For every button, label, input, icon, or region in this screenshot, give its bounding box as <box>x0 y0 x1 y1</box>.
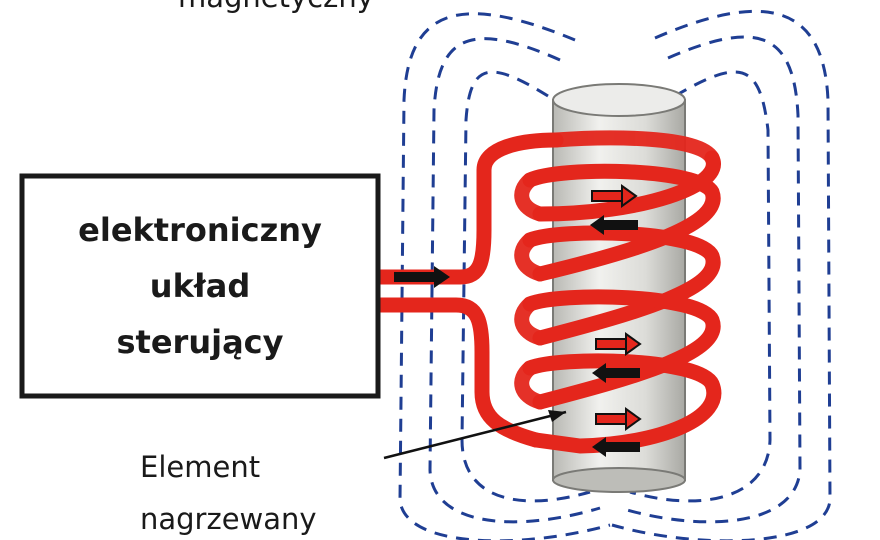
field-line-right-mid <box>619 35 802 524</box>
field-line-left-outer <box>398 12 611 540</box>
current-arrows <box>394 184 642 457</box>
magnetic-field-lines <box>398 9 832 540</box>
coil-arrow-red-3 <box>595 407 642 431</box>
coil-arrow-red-1 <box>591 184 638 208</box>
coil-lead-bottom <box>372 297 544 448</box>
controller-label-line3: sterujący <box>116 323 284 361</box>
coil-arrow-dark-1 <box>590 215 638 235</box>
controller-box <box>19 173 381 399</box>
controller-label-line2: układ <box>149 267 251 305</box>
coil-arrow-red-2 <box>595 332 642 356</box>
field-label-top: magnetyczny <box>178 0 374 14</box>
field-line-left-mid <box>428 37 601 524</box>
coil-arrow-dark-2 <box>592 363 640 383</box>
workpiece-label-line2: nagrzewany <box>140 502 317 536</box>
workpiece-label-line1: Element <box>140 450 261 484</box>
field-line-right-inner <box>629 70 772 503</box>
coil-lead-top <box>372 132 564 285</box>
coil-arrow-dark-3 <box>592 437 640 457</box>
field-line-left-inner <box>460 70 591 503</box>
field-line-right-outer <box>611 9 832 540</box>
controller-label-line1: elektroniczny <box>78 211 322 249</box>
induction-coil <box>372 130 722 454</box>
cylinder-top-face <box>552 83 686 117</box>
workpiece-pointer <box>383 410 567 460</box>
coil-front-turns <box>522 150 722 454</box>
controller-label: elektroniczny układ sterujący <box>22 176 378 396</box>
lead-arrow-right <box>394 266 450 288</box>
